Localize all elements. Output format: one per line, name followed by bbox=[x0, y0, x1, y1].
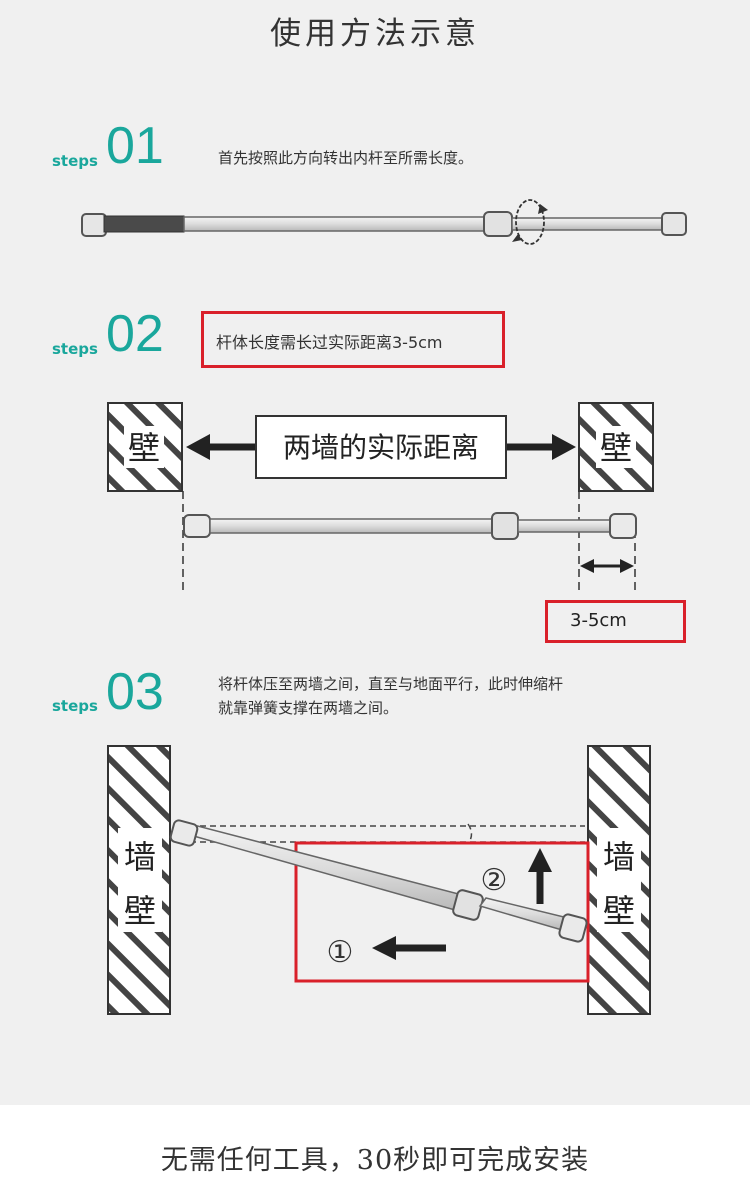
distance-arrows bbox=[186, 434, 576, 460]
footer-tagline: 无需任何工具，30秒即可完成安装 bbox=[160, 1145, 590, 1176]
distance-label-box bbox=[255, 415, 507, 479]
guide-lines bbox=[182, 491, 636, 590]
push-left-arrow-icon bbox=[372, 936, 446, 960]
step-3-number: 03 bbox=[106, 663, 164, 721]
step-3-right-wall-bottom: 壁 bbox=[603, 892, 635, 930]
step-3-left-wall-top: 墙 bbox=[124, 838, 156, 876]
step-2-number: 02 bbox=[106, 305, 164, 363]
step-2-rod bbox=[183, 512, 637, 540]
step-3-left-wall-label-bg bbox=[118, 828, 162, 932]
page-title: 使用方法示意 bbox=[270, 16, 480, 52]
left-wall-label: 壁 bbox=[128, 429, 160, 467]
step-mark-2: ② bbox=[481, 863, 508, 898]
right-wall-label-bg bbox=[596, 426, 636, 468]
step-mark-1: ① bbox=[327, 935, 354, 970]
step-3-rod bbox=[169, 819, 588, 943]
step-2-text: 杆体长度需长过实际距离3-5cm bbox=[216, 333, 443, 352]
step-2-word: steps bbox=[52, 340, 98, 358]
step-1-number: 01 bbox=[106, 117, 164, 175]
step-3-right-wall-top: 墙 bbox=[603, 838, 635, 876]
step-3-highlight-box bbox=[294, 841, 590, 983]
step-3-left-wall-bottom: 壁 bbox=[124, 892, 156, 930]
distance-label: 两墙的实际距离 bbox=[283, 431, 479, 464]
step-3-right-wall-label-bg bbox=[597, 828, 641, 932]
right-wall-label: 壁 bbox=[600, 429, 632, 467]
step-1-rod bbox=[81, 211, 687, 237]
step-3-text-line1: 将杆体压至两墙之间，直至与地面平行，此时伸缩杆 bbox=[218, 675, 564, 693]
gap-arrow-icon bbox=[580, 559, 634, 573]
step-3-word: steps bbox=[52, 697, 98, 715]
gap-highlight-box bbox=[545, 600, 686, 643]
step-3-text-line2: 就靠弹簧支撑在两墙之间。 bbox=[218, 699, 399, 717]
gap-label: 3-5cm bbox=[570, 610, 627, 631]
diagram-canvas: 壁 壁 两墙的实际距离 墙 壁 墙 壁 bbox=[81, 199, 687, 1015]
left-wall-label-bg bbox=[124, 426, 164, 468]
step-1-text: 首先按照此方向转出内杆至所需长度。 bbox=[218, 149, 474, 167]
push-up-arrow-icon bbox=[528, 848, 552, 904]
step-1-word: steps bbox=[52, 152, 98, 170]
rotate-arrow-icon bbox=[512, 199, 548, 245]
step-2-highlight-box bbox=[201, 311, 505, 368]
